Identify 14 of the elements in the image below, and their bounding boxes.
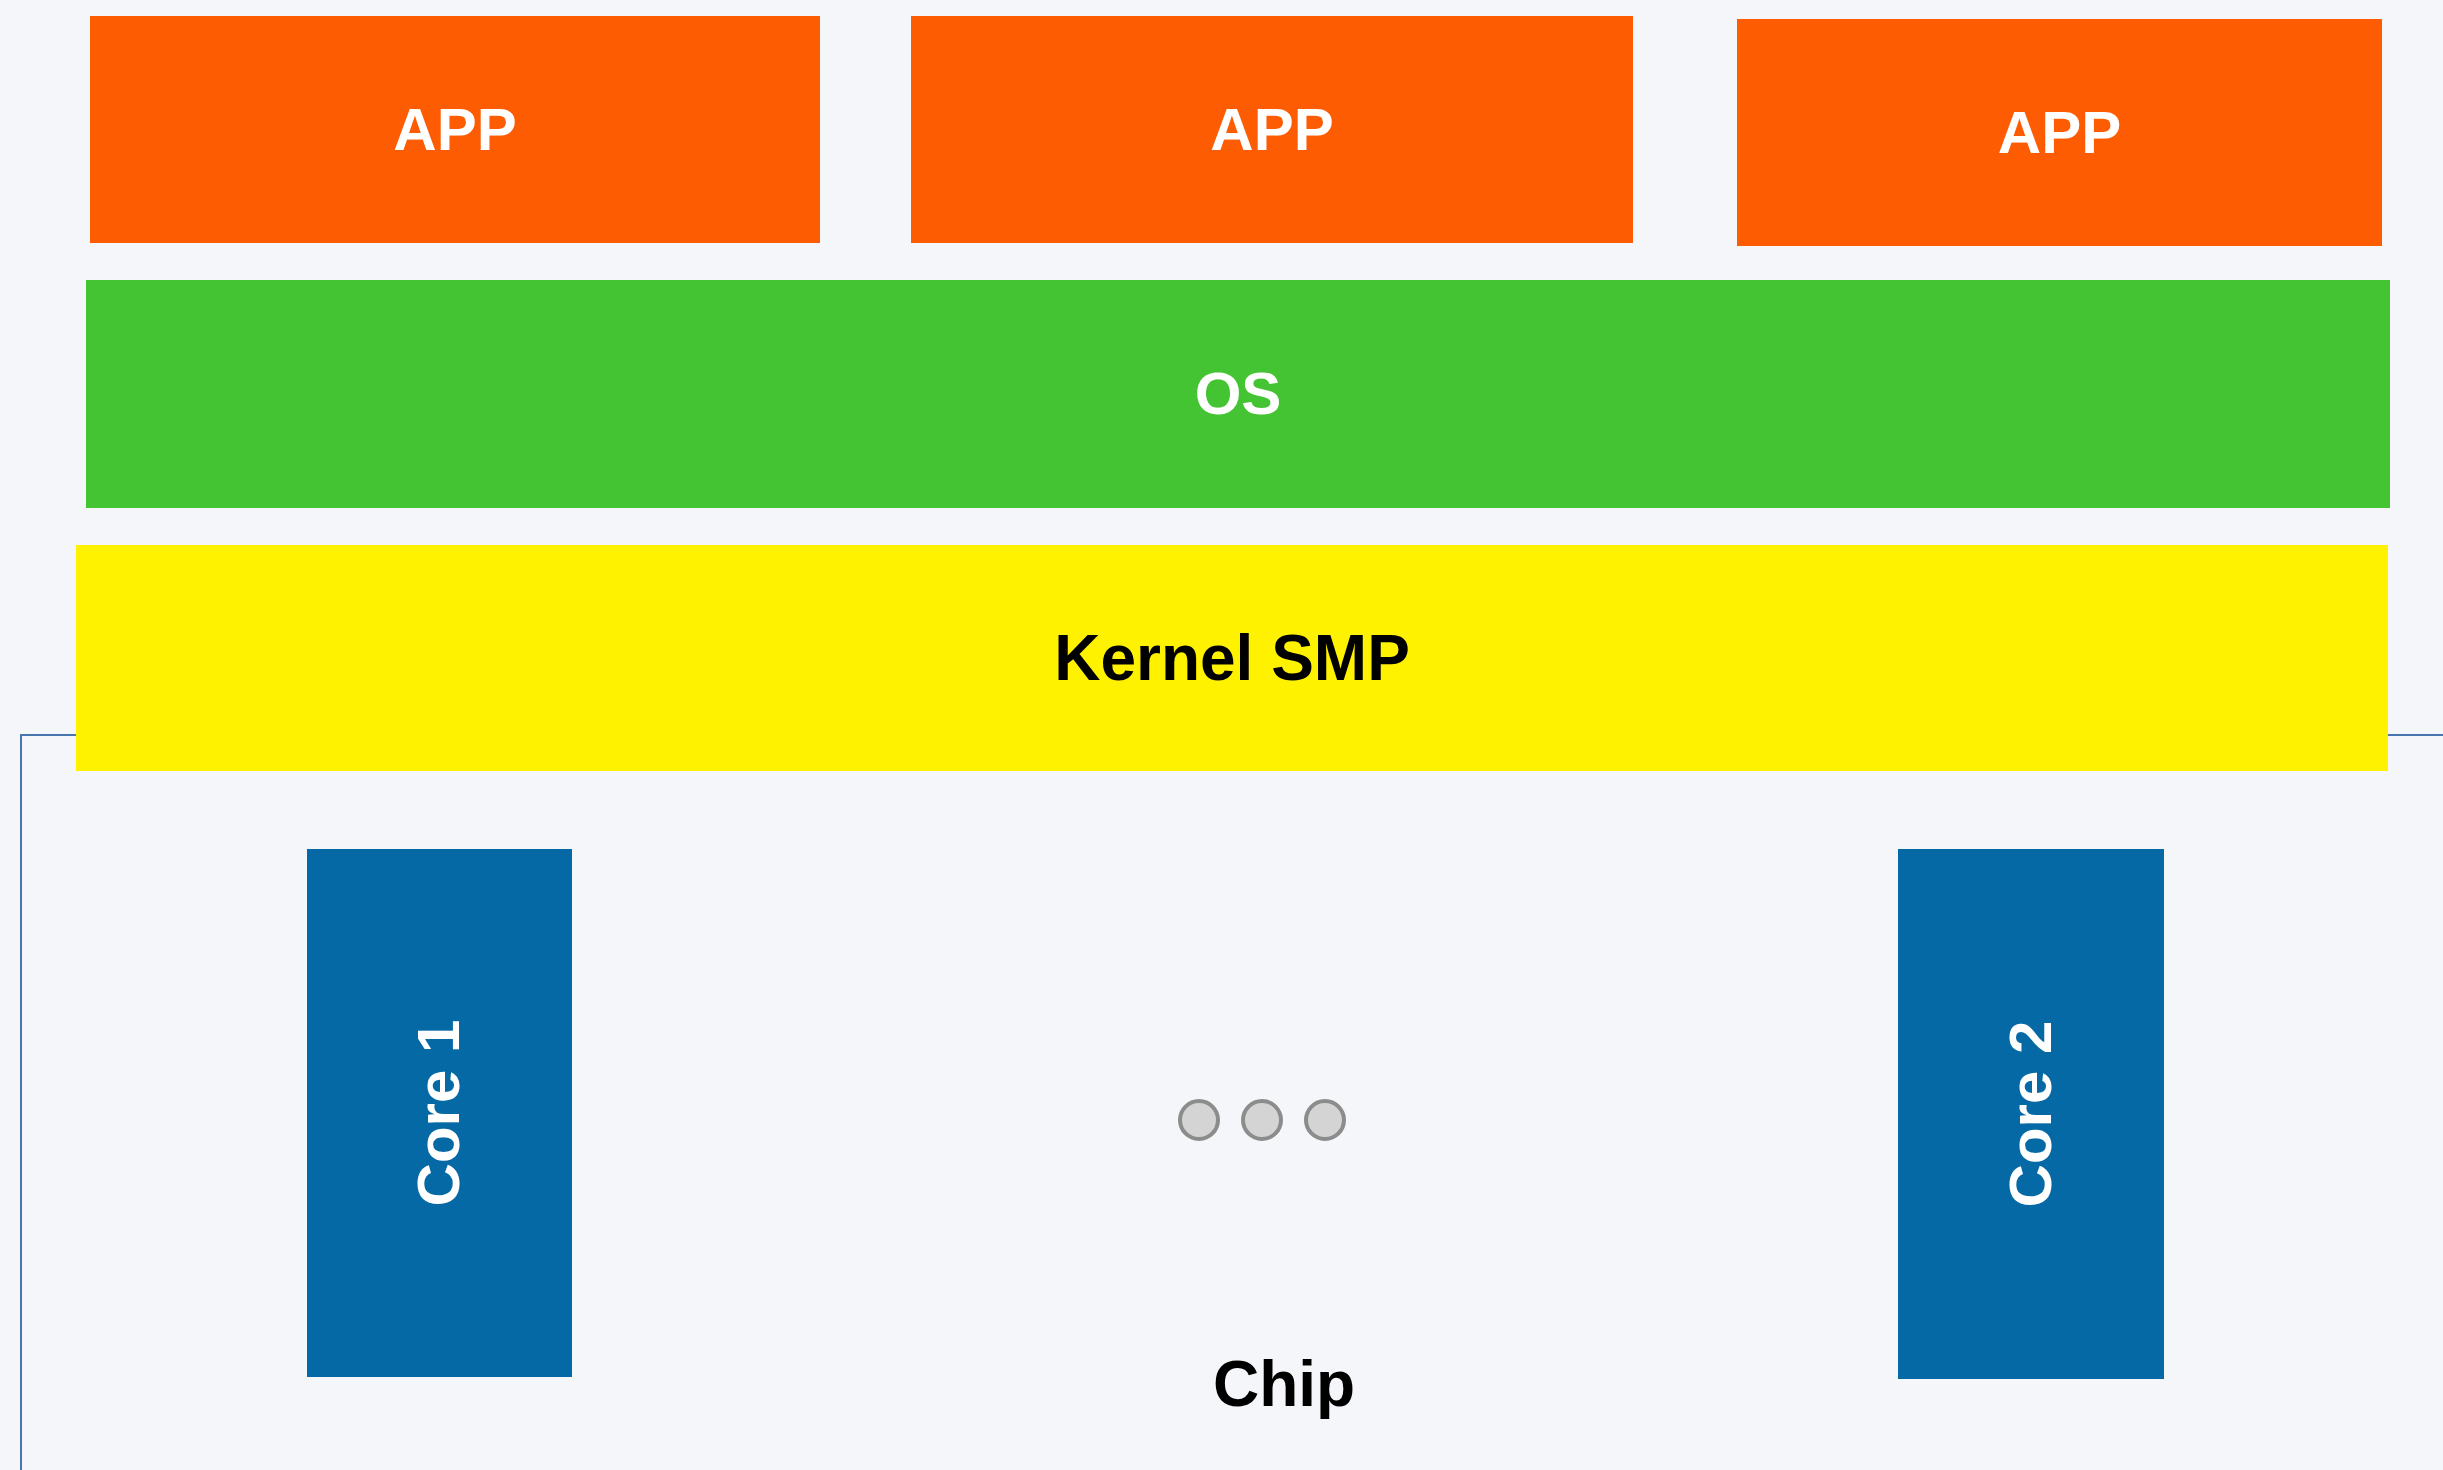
os-layer [86, 280, 2390, 508]
kernel-layer [76, 545, 2388, 771]
layer-label: APP [1997, 102, 2122, 163]
layer-label: APP [1210, 99, 1334, 160]
layer-label: OS [1194, 364, 1282, 424]
core-box [1898, 849, 2164, 1379]
core-box [307, 849, 572, 1377]
layer-label: APP [393, 99, 517, 160]
app-box [911, 16, 1633, 243]
app-box [1737, 19, 2382, 246]
layer-label: Kernel SMP [1054, 626, 1410, 690]
core-label: Core 2 [2001, 1020, 2061, 1208]
core-label: Core 1 [409, 1019, 470, 1207]
app-box [90, 16, 820, 243]
